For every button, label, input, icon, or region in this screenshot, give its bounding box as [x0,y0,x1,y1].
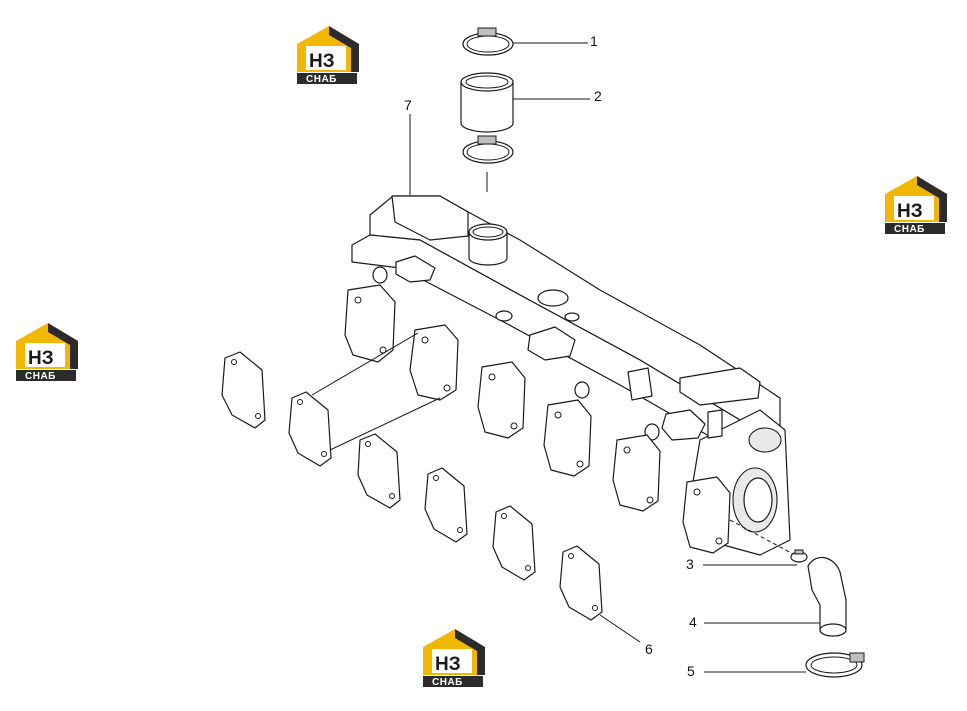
hose-sleeve-part [460,72,514,133]
nz-snab-logo-icon: НЗ СНАБ [423,629,485,688]
callout-5: 5 [687,663,695,679]
upper-clamp-part [462,27,514,56]
callout-4: 4 [689,614,697,630]
svg-text:НЗ: НЗ [435,654,461,675]
lower-large-clamp-part [805,652,865,678]
svg-text:СНАБ: СНАБ [432,677,463,688]
elbow-hose-part [807,556,847,637]
manifold-body-part [344,195,791,556]
callout-2: 2 [594,88,602,104]
gasket-parts [221,351,603,621]
callout-1: 1 [590,33,598,49]
nz-snab-logo-icon: НЗ СНАБ [16,323,78,382]
callout-6: 6 [645,641,653,657]
callout-3: 3 [686,556,694,572]
nz-snab-logo-icon: НЗ СНАБ [885,176,947,235]
small-clamp-part [790,549,808,563]
svg-text:НЗ: НЗ [897,201,923,222]
svg-text:НЗ: НЗ [309,51,335,72]
svg-text:НЗ: НЗ [28,348,54,369]
callout-7: 7 [404,97,412,113]
svg-text:СНАБ: СНАБ [25,371,56,382]
lower-clamp-part [462,135,514,164]
svg-text:СНАБ: СНАБ [306,74,337,85]
nz-snab-logo-icon: НЗ СНАБ [297,26,359,85]
svg-text:СНАБ: СНАБ [894,224,925,235]
